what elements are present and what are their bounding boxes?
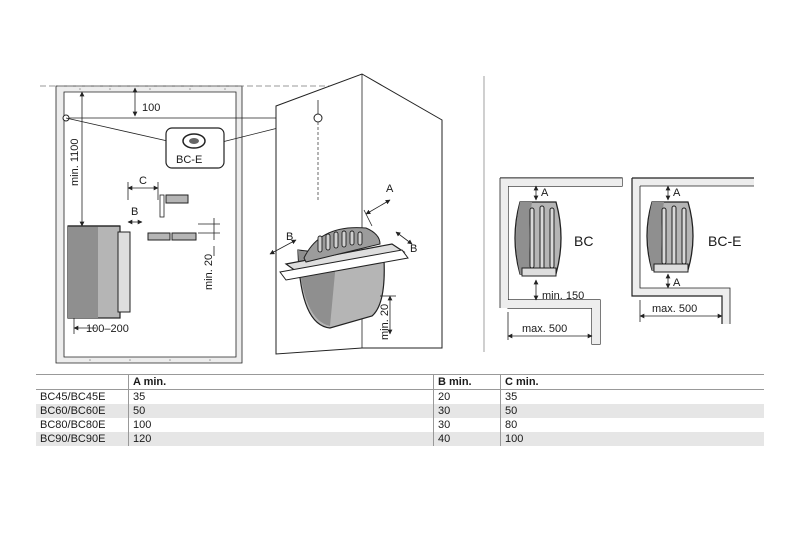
table-cell: 120 (128, 432, 434, 446)
label-c-left: C (139, 175, 147, 187)
sensor-right-icon (313, 113, 323, 123)
label-a-bc: A (541, 187, 549, 199)
table-cell: 80 (500, 418, 764, 432)
table-header-model (36, 374, 129, 390)
table-header-row: A min. B min. C min. (36, 374, 764, 390)
table-row: BC60/BC60E 50 30 50 (36, 404, 764, 418)
model-bce-label: BC-E (708, 233, 741, 249)
table-cell: 35 (500, 389, 764, 404)
label-a-middle: A (386, 183, 394, 195)
dim-500-bce-label: max. 500 (652, 303, 697, 315)
control-unit-label: BC-E (176, 154, 202, 166)
label-a-bce-top: A (673, 187, 681, 199)
table-header-b: B min. (433, 374, 501, 390)
table-header-c: C min. (500, 374, 764, 390)
table-cell: 35 (128, 389, 434, 404)
dim-min20-left: min. 20 (203, 254, 215, 290)
bc-top-view: BC A min. 150 max. 500 (499, 177, 623, 345)
table-cell: 50 (500, 404, 764, 418)
dim-min20-middle: min. 20 (379, 304, 391, 340)
label-a-bce-bottom: A (673, 277, 681, 289)
dim-1100-label: min. 1100 (69, 139, 81, 187)
dim-100-label: 100 (142, 102, 160, 114)
label-b-left: B (131, 206, 138, 218)
table-row: BC45/BC45E 35 20 35 (36, 389, 764, 404)
table-cell: 20 (433, 389, 501, 404)
table-header-a: A min. (128, 374, 434, 390)
table-cell: 30 (433, 404, 501, 418)
installation-diagram: 100 min. 1100 BC-E C B min. 20 (40, 73, 754, 364)
dim-500-bc-label: max. 500 (522, 323, 567, 335)
heater-side-view (67, 225, 131, 319)
dim-100-200-label: 100–200 (86, 323, 129, 335)
label-b-middle-left: B (286, 231, 293, 243)
table-row: BC90/BC90E 120 40 100 (36, 432, 764, 446)
lower-bench (147, 232, 171, 241)
side-view-room: 100 min. 1100 BC-E C B min. 20 (40, 85, 330, 364)
upper-bench (165, 194, 189, 204)
table-cell: BC60/BC60E (36, 404, 129, 418)
table-cell: 30 (433, 418, 501, 432)
table-cell: BC90/BC90E (36, 432, 129, 446)
model-bc-label: BC (574, 233, 593, 249)
corner-perspective-view: A B B min. 20 (269, 73, 443, 355)
table-row: BC80/BC80E 100 30 80 (36, 418, 764, 432)
table-cell: 40 (433, 432, 501, 446)
clearance-table: A min. B min. C min. BC45/BC45E 35 20 35… (36, 374, 764, 446)
dim-150-label: min. 150 (542, 290, 584, 302)
table-cell: 100 (500, 432, 764, 446)
table-cell: 50 (128, 404, 434, 418)
table-cell: 100 (128, 418, 434, 432)
label-b-middle-right: B (410, 243, 417, 255)
bce-top-view: BC-E A A max. 500 (631, 177, 754, 324)
table-cell: BC80/BC80E (40, 419, 106, 431)
table-cell: BC45/BC45E (40, 391, 106, 403)
